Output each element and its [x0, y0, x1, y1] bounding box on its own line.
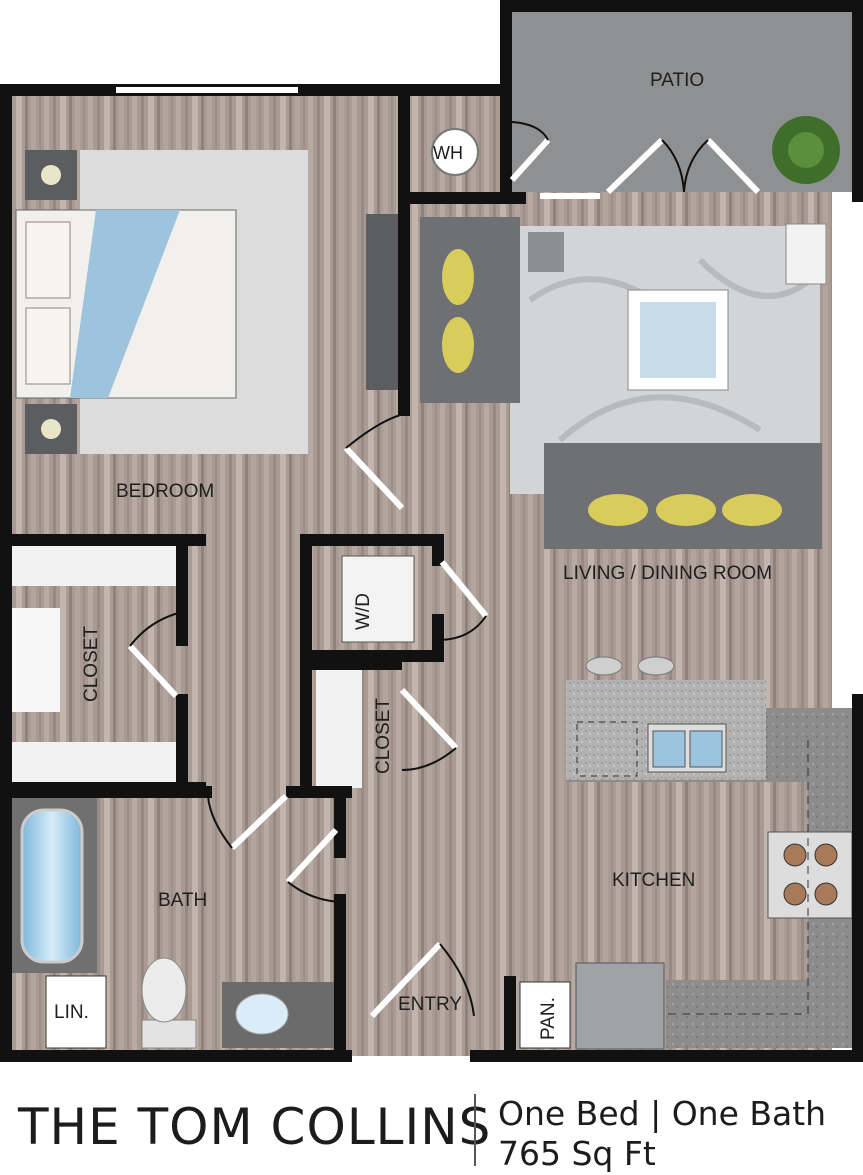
walls — [0, 0, 863, 1062]
toilet — [141, 957, 197, 1049]
nightstand-lamp-top — [25, 150, 77, 200]
coffee-table-glass — [640, 302, 716, 378]
bathtub — [20, 808, 84, 964]
sofa — [544, 443, 822, 549]
water-heater-label: WH — [433, 143, 463, 163]
kitchen-sink — [647, 723, 727, 773]
nightstand-lamp-bottom — [25, 404, 77, 454]
bedroom-closet-label: CLOSET — [81, 626, 102, 702]
washer-dryer-label: W/D — [353, 593, 374, 630]
living-dining-label: LIVING / DINING ROOM — [563, 563, 772, 584]
patio-plant — [772, 116, 840, 184]
bar-stools — [585, 656, 675, 676]
stove — [767, 831, 853, 919]
kitchen-label: KITCHEN — [612, 870, 695, 891]
baths-count: One Bath — [671, 1094, 827, 1133]
plan-name: THE TOM COLLINS — [18, 1098, 492, 1156]
washer-dryer-unit — [341, 555, 415, 643]
dishwasher-outline — [576, 721, 638, 777]
refrigerator — [575, 962, 665, 1050]
footer-divider — [474, 1094, 476, 1166]
bed-bath-summary: One Bed | One Bath — [498, 1094, 826, 1133]
pantry-label: PAN. — [538, 997, 559, 1040]
linen-label: LIN. — [54, 1002, 89, 1023]
bath-label: BATH — [158, 890, 207, 911]
doors — [127, 121, 761, 1019]
bathroom-vanity — [222, 982, 338, 1048]
water-heater-tank — [431, 128, 479, 176]
ottoman — [528, 232, 564, 272]
entry-label: ENTRY — [398, 994, 462, 1015]
counter-dashed-line — [668, 740, 809, 1015]
summary-separator: | — [650, 1094, 662, 1133]
bed — [15, 209, 237, 399]
beds-count: One Bed — [498, 1094, 640, 1133]
armchair-sofa — [420, 217, 520, 403]
closet-shelf — [12, 608, 60, 712]
patio-label: PATIO — [650, 70, 704, 91]
hall-closet-shelf — [316, 664, 362, 788]
side-table — [785, 223, 827, 285]
dresser — [366, 214, 400, 390]
pantry — [519, 981, 571, 1049]
square-footage: 765 Sq Ft — [498, 1134, 656, 1173]
bedroom-label: BEDROOM — [116, 481, 214, 502]
hall-closet-label: CLOSET — [373, 698, 394, 774]
linen-closet — [45, 975, 107, 1049]
